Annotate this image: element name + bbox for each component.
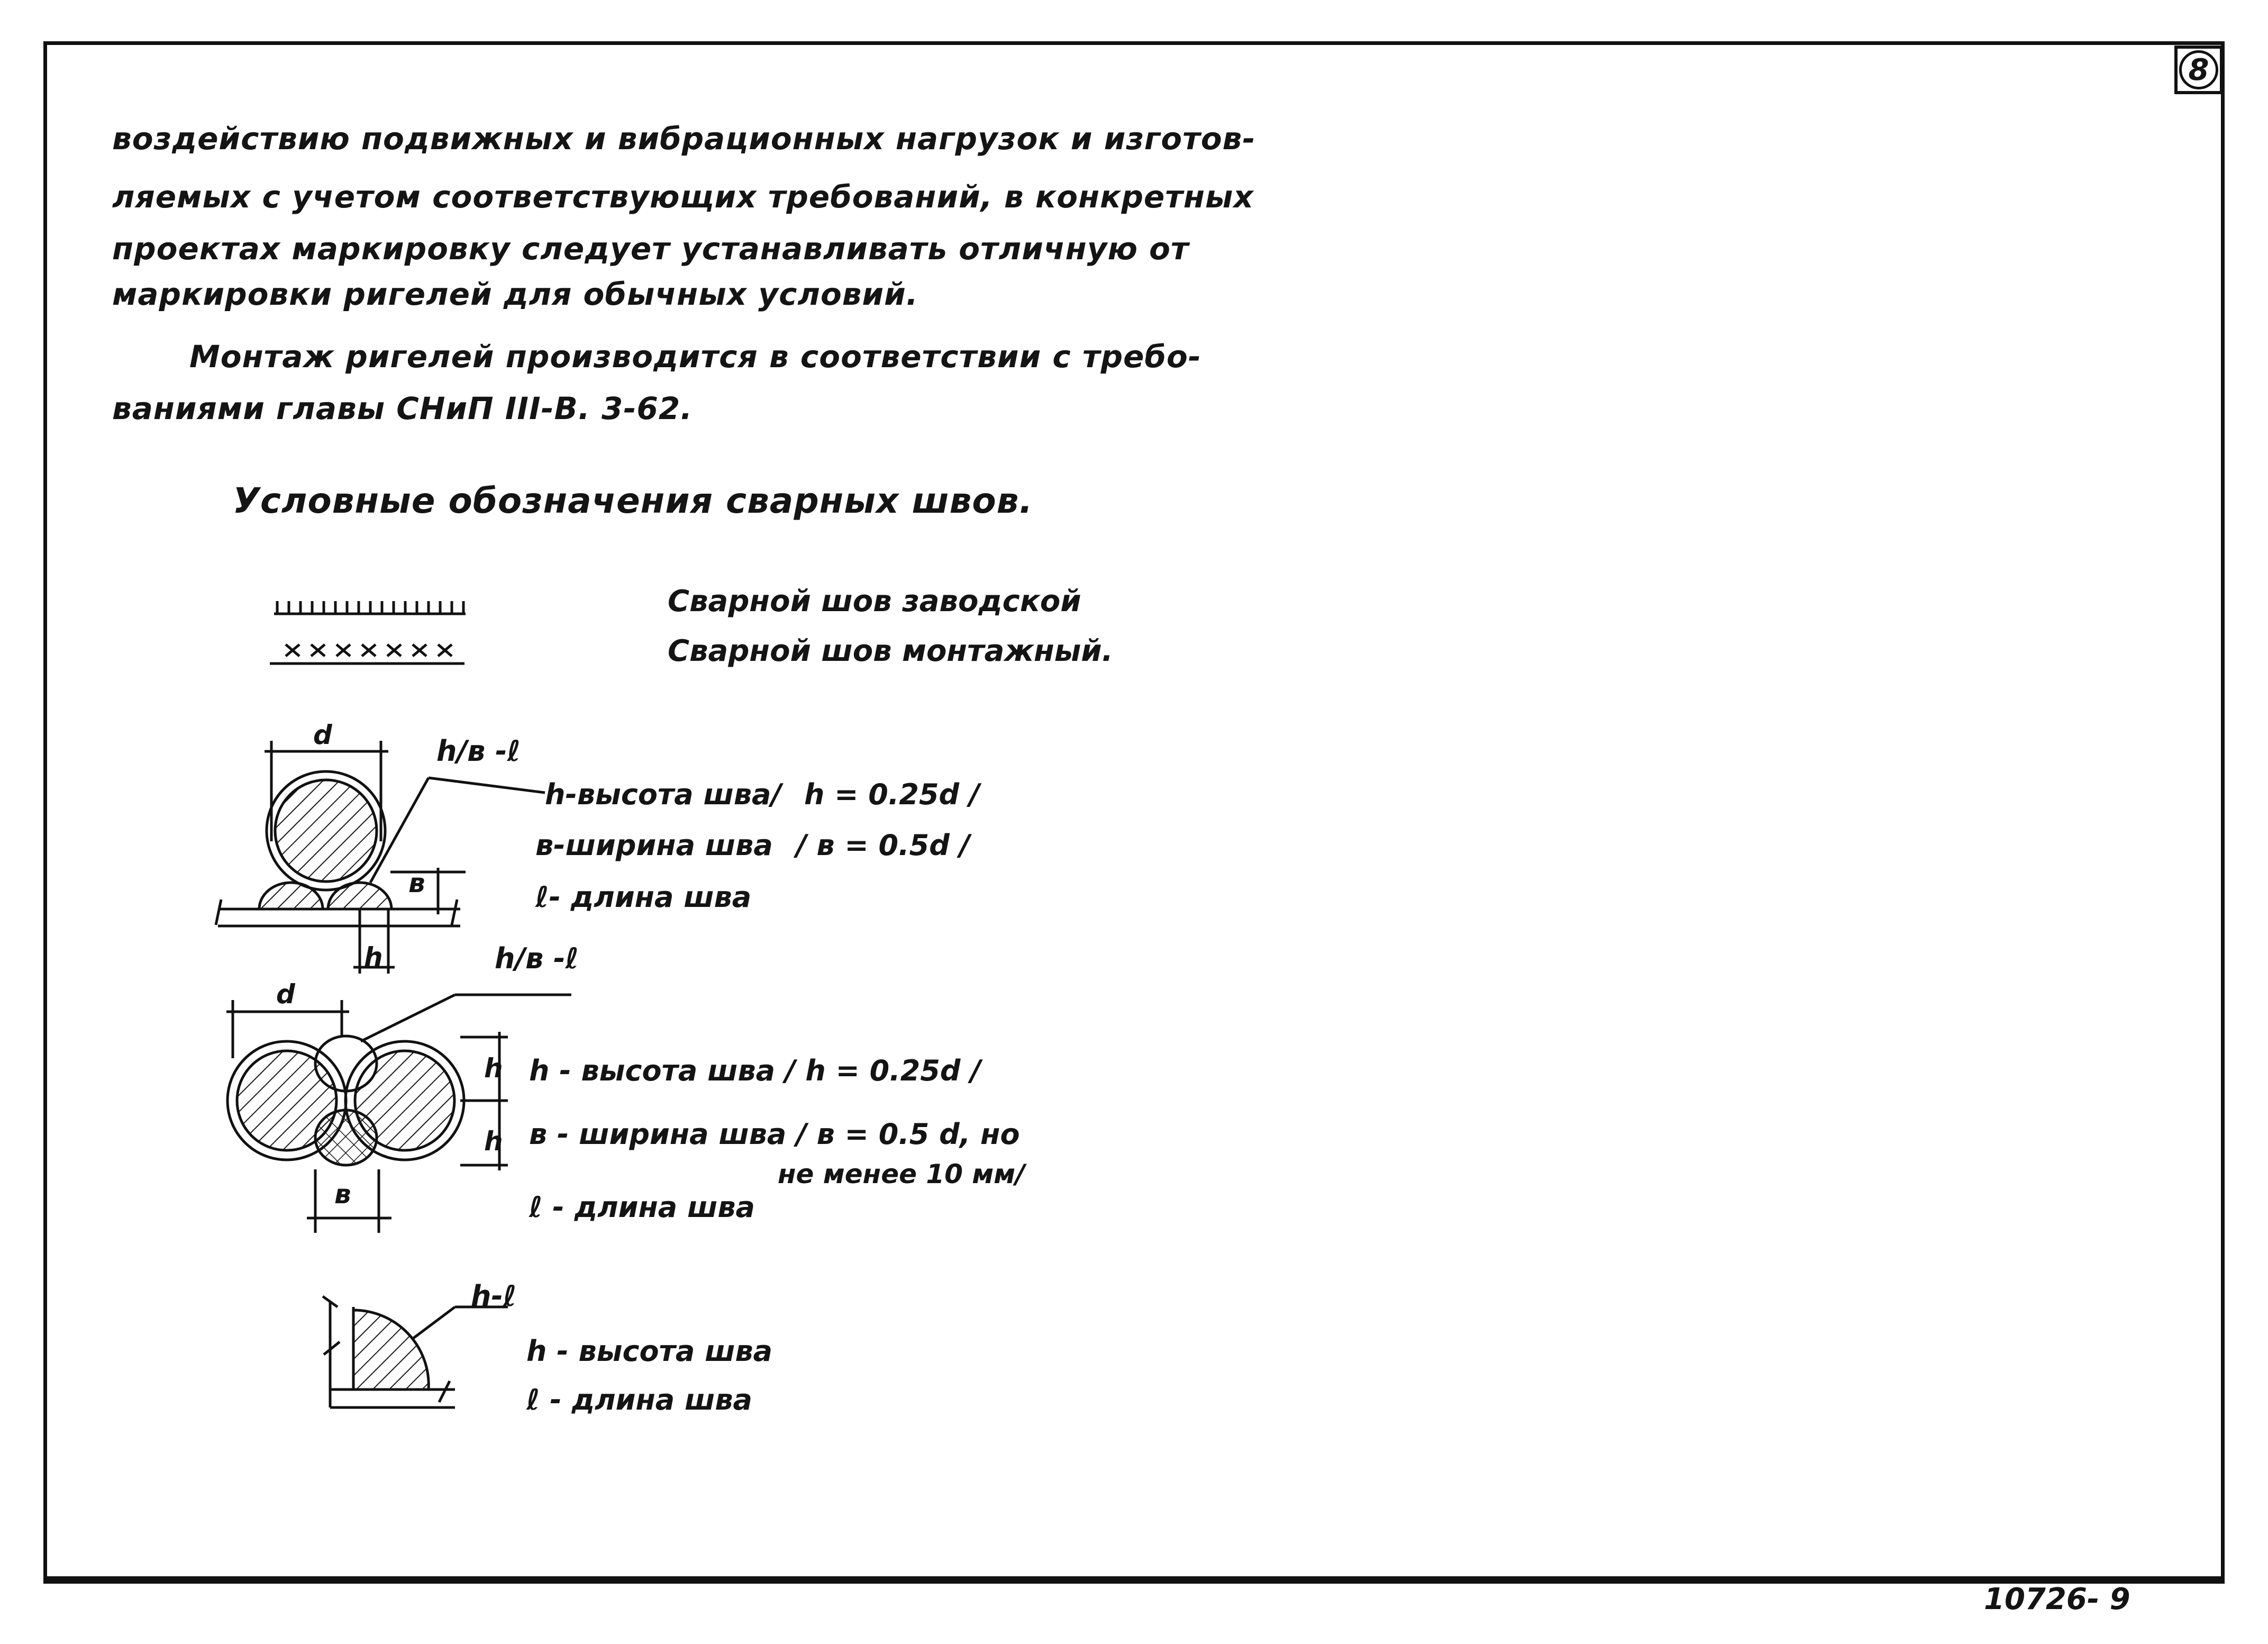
factory-weld-symbol — [274, 601, 466, 615]
weld1-line-length: ℓ- длина шва — [535, 880, 752, 914]
weld2-formula: h/в -ℓ — [495, 942, 579, 975]
intro-line-4: маркировки ригелей для обычных условий. — [112, 276, 918, 312]
weld2-dim-d: d — [276, 979, 295, 1010]
site-weld-symbol — [270, 643, 464, 665]
sheet-frame — [43, 41, 2225, 1580]
page-number-ring: 8 — [2179, 50, 2218, 89]
intro-line-1: воздействию подвижных и вибрационных наг… — [112, 121, 1256, 157]
section-heading: Условные обозначения сварных швов. — [233, 480, 1033, 521]
weld3-line-length: ℓ - длина шва — [526, 1383, 752, 1416]
intro-line-3: проектах маркировку следует устанавливат… — [112, 231, 1189, 267]
legend-site-label: Сварной шов монтажный. — [668, 634, 1113, 668]
weld1-drawing — [214, 741, 545, 974]
weld2-line-height: h - высота шва / h = 0.25d / — [529, 1054, 981, 1087]
mount-line-1: Монтаж ригелей производится в соответств… — [189, 339, 1201, 375]
legend-factory-label: Сварной шов заводской — [668, 584, 1081, 619]
weld1-line-height: h-высота шва/ — [545, 778, 782, 811]
weld2-line-width: в - ширина шва / в = 0.5 d, но — [529, 1118, 1020, 1151]
weld2-dim-b: в — [334, 1179, 351, 1210]
weld2-line-min: не менее 10 мм/ — [778, 1159, 1025, 1189]
page-number-badge: 8 — [2174, 46, 2223, 94]
weld1-line-width: в-ширина шва — [535, 829, 773, 862]
weld2-drawing — [226, 993, 571, 1233]
weld1-ratio-width: / в = 0.5d / — [796, 829, 970, 862]
weld1-ratio-height: h = 0.25d / — [804, 778, 980, 811]
sheet-code: 10726- 9 — [1984, 1582, 2130, 1616]
intro-line-2: ляемых с учетом соответствующих требован… — [112, 179, 1254, 215]
mount-line-2: ваниями главы СНиП III-В. 3-62. — [112, 390, 693, 426]
page-number: 8 — [2188, 52, 2209, 87]
weld3-drawing — [322, 1295, 508, 1409]
weld2-line-length: ℓ - длина шва — [529, 1191, 755, 1224]
weld1-dim-d: d — [313, 720, 332, 750]
frame-bottom-line — [43, 1580, 2225, 1584]
weld3-line-height: h - высота шва — [526, 1334, 773, 1368]
weld1-formula: h/в -ℓ — [436, 734, 521, 768]
